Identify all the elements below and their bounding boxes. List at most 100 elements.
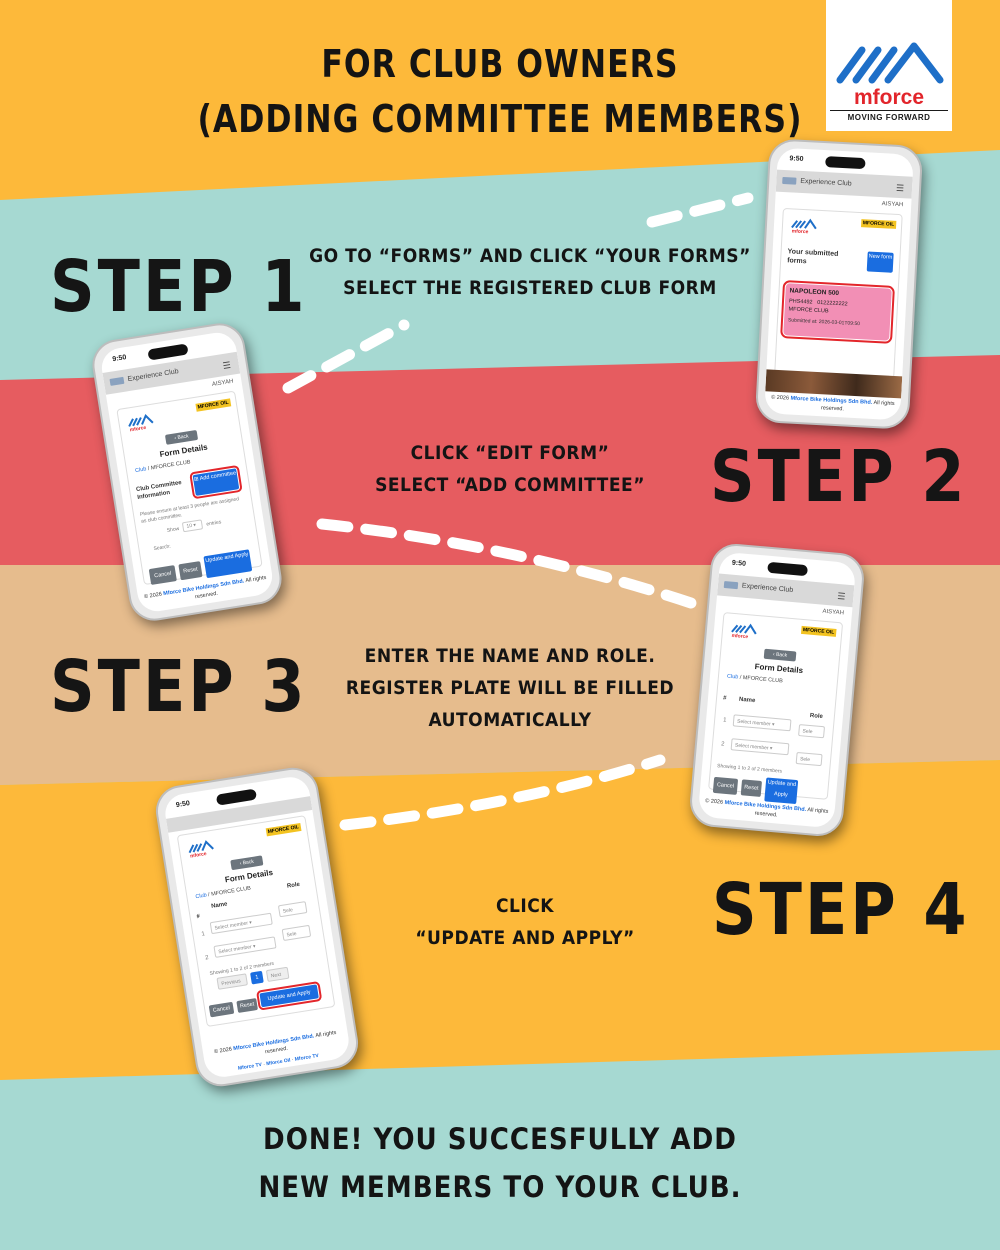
add-committee-button[interactable]: ⊞ Add committee [189,464,243,500]
search-label: Search: [153,543,172,553]
member-select-2-label: Select member [734,742,769,752]
step-4-line2: “UPDATE AND APPLY” [415,927,635,949]
copyright-company[interactable]: Mforce Bike Holdings Sdn Bhd. [790,395,873,406]
role-select-2[interactable]: Sele [795,751,823,767]
back-label: Back [775,651,788,659]
phone-update-apply: 9:50 mforce MFORCE OIL ‹ Back Form Detai… [152,764,362,1090]
hamburger-icon[interactable]: ☰ [222,359,232,372]
reset-button[interactable]: Reset [236,998,258,1013]
copyright-prefix: © 2026 [143,591,164,601]
social-link-2[interactable]: Mforce Oil [265,1057,291,1068]
hamburger-icon[interactable]: ☰ [895,182,905,194]
mforce-mini-logo: mforce [188,840,214,859]
row-1-number: 1 [201,931,206,938]
status-time: 9:50 [731,559,747,568]
phone-add-committee: 9:50 Experience Club ☰ AISYAH mforce MFO… [88,319,286,625]
role-select-1[interactable]: Sele [798,724,826,739]
hamburger-icon[interactable]: ☰ [836,590,846,602]
phone-number: 0122222222 [816,299,848,308]
copyright-prefix: © 2026 [771,394,791,402]
mforce-mini-logo: mforce [731,623,757,640]
done-line2: NEW MEMBERS TO YOUR CLUB. [258,1170,742,1204]
member-select-2[interactable]: Select member ▾ [213,936,277,958]
col-role: Role [286,881,301,890]
update-apply-button[interactable]: Update and Apply [203,549,253,579]
update-apply-button[interactable]: Update and Apply [764,777,799,805]
step-3-line3: AUTOMATICALLY [428,709,592,731]
step-3-line1: ENTER THE NAME AND ROLE. [364,645,656,667]
col-hash: # [196,913,201,921]
user-name: AISYAH [211,378,234,388]
back-button[interactable]: ‹ Back [763,648,797,662]
cancel-button[interactable]: Cancel [148,565,177,585]
nav-logo-icon [723,580,739,590]
step-4-label: STEP 4 [712,867,970,952]
logo-tagline: MOVING FORWARD [830,110,948,122]
new-form-button[interactable]: New form [866,251,894,273]
cancel-button[interactable]: Cancel [712,776,739,795]
cancel-button[interactable]: Cancel [208,1001,235,1018]
form-card-submitted: Submitted at: 2026-03-01T09:50 [787,317,861,328]
member-select-2[interactable]: Select member ▾ [730,738,790,756]
form-details-card: mforce MFORCE OIL ‹ Back Form Details Cl… [708,612,844,805]
status-time: 9:50 [789,155,804,163]
back-button[interactable]: ‹ Back [164,429,199,445]
member-select-1-label: Select member [214,920,249,932]
done-line1: DONE! YOU SUCCESFULLY ADD [263,1122,737,1156]
app-navbar: Experience Club ☰ [775,169,913,199]
breadcrumb-rest: / MFORCE CLUB [206,885,252,899]
reset-button[interactable]: Reset [178,561,203,581]
phone-your-forms: 9:50 Experience Club ☰ AISYAH mforce MFO… [754,138,924,430]
social-link-1[interactable]: Mforce TV [237,1061,263,1072]
step-4-instruction: CLICK “UPDATE AND APPLY” [380,890,670,954]
mforce-logo: mforce MOVING FORWARD [826,0,952,131]
copyright-prefix: © 2026 [704,798,725,806]
phone-screen: 9:50 Experience Club ☰ AISYAH mforce MFO… [697,551,857,829]
role-select-2[interactable]: Sele [281,924,312,942]
forms-heading: Your submitted forms [786,248,839,266]
social-link-3[interactable]: Mforce TV [294,1052,320,1063]
svg-text:mforce: mforce [129,425,147,433]
phone-enter-members: 9:50 Experience Club ☰ AISYAH mforce MFO… [687,541,867,839]
committee-section-title: Club Committee Information [135,480,183,502]
page-title-line2: (ADDING COMMITTEE MEMBERS) [197,98,803,142]
row-1-number: 1 [722,717,727,724]
col-name: Name [210,901,228,910]
reset-button[interactable]: Reset [740,779,763,797]
update-apply-button[interactable]: Update and Apply [256,979,322,1013]
back-label: Back [177,433,190,442]
col-role: Role [809,712,824,721]
entries-select[interactable]: 10 ▾ [181,519,204,533]
previous-page-button[interactable]: Previous [216,973,248,990]
page-1-button[interactable]: 1 [250,970,264,985]
mforce-oil-logo: MFORCE OIL [800,625,837,637]
member-select-1[interactable]: Select member ▾ [209,912,273,935]
user-name: AISYAH [822,608,845,617]
step-2-label: STEP 2 [710,434,968,519]
back-button[interactable]: ‹ Back [230,855,264,871]
next-page-button[interactable]: Next [265,966,290,982]
step-1-label: STEP 1 [50,244,308,329]
nav-title: Experience Club [127,368,180,384]
mforce-oil-logo: MFORCE OIL [265,822,302,837]
user-name: AISYAH [881,201,904,209]
member-select-1[interactable]: Select member ▾ [732,714,792,732]
mforce-mini-logo: mforce [128,414,154,433]
logo-brand: mforce [853,86,925,109]
col-name: Name [738,696,756,705]
dynamic-island [147,343,189,361]
breadcrumb: Club / MFORCE CLUB [727,674,783,685]
step-2-line2: SELECT “ADD COMMITTEE” [375,474,645,496]
done-message: DONE! YOU SUCCESFULLY ADD NEW MEMBERS TO… [150,1115,850,1211]
role-select-1[interactable]: Sele [277,901,308,918]
status-time: 9:50 [111,354,127,364]
mforce-mountain-icon [836,42,944,84]
svg-text:mforce: mforce [792,228,809,235]
status-time: 9:50 [175,800,191,810]
app-navbar: Experience Club ☰ [717,573,855,608]
show-label: Show [166,525,180,534]
nav-title: Experience Club [741,582,794,595]
registered-club-form-card[interactable]: NAPOLEON 500 PHS4492 0122222222 MFORCE C… [780,279,895,345]
plate-number: PHS4492 [788,298,813,306]
